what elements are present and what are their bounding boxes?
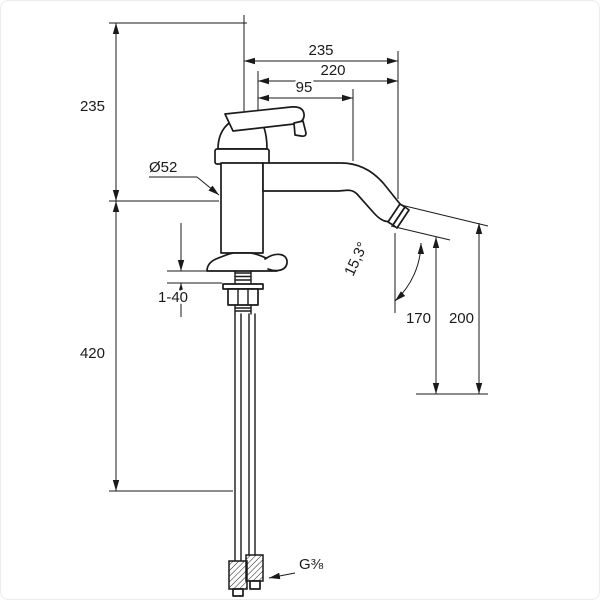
spout: [262, 162, 404, 223]
hose-fitting-left: [228, 560, 248, 590]
thread-leader: [268, 572, 296, 580]
label-connection-thread: G⅜: [299, 556, 324, 573]
dimension-lines: [112, 23, 483, 580]
dimension-labels: 235 220 95 235 420 Ø52 1-40 15,3° 170 20…: [77, 40, 476, 576]
label-height-above: 235: [80, 98, 105, 115]
faucet-outline: [206, 106, 410, 597]
label-mounting-thickness: 1-40: [158, 289, 188, 306]
label-spout-angle: 15,3°: [341, 240, 371, 279]
supply-hoses: [234, 313, 256, 562]
label-outlet-height: 170: [406, 310, 431, 327]
cartridge-collar: [214, 148, 270, 165]
hose-fitting-right: [245, 554, 264, 582]
diameter-leader: [196, 176, 220, 196]
aerator-tip: [392, 206, 410, 229]
handle-lever: [224, 106, 305, 132]
hose-nipple-right: [249, 580, 261, 590]
label-handle-offset: 95: [296, 79, 313, 96]
angle-arc: [394, 242, 425, 302]
label-body-diameter: Ø52: [149, 159, 177, 176]
hose-fittings: [228, 554, 264, 597]
label-spout-reach: 220: [320, 62, 345, 79]
threaded-shank-lower: [234, 304, 252, 315]
hose-nipple-left: [232, 588, 244, 597]
label-height-below: 420: [80, 345, 105, 362]
faucet-body: [220, 162, 264, 254]
handle-lever-tip: [293, 120, 307, 138]
threaded-shank: [234, 270, 252, 285]
label-overall-width: 235: [308, 42, 333, 59]
base-edge-curl: [264, 253, 288, 272]
label-spout-height: 200: [449, 310, 474, 327]
mounting-nut: [227, 288, 259, 306]
